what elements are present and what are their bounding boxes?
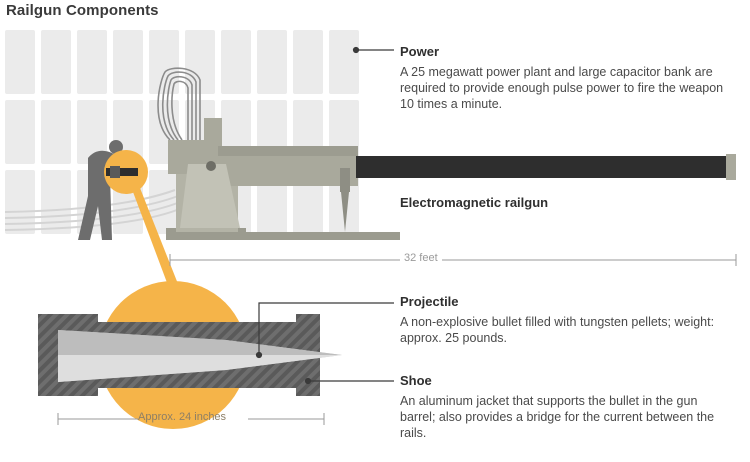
projectile-length-dimension: Approx. 24 inches	[138, 411, 227, 423]
railgun	[166, 118, 736, 240]
shoe-description: An aluminum jacket that supports the bul…	[400, 394, 715, 440]
power-description: A 25 megawatt power plant and large capa…	[400, 65, 724, 111]
railgun-label: Electromagnetic railgun	[400, 195, 549, 210]
leader-lines	[255, 46, 394, 385]
dimension-lines	[57, 254, 737, 425]
power-cables	[157, 67, 201, 141]
shoe-label: Shoe	[400, 373, 432, 388]
projectile-description: A non-explosive bullet filled with tungs…	[400, 315, 715, 345]
projectile-label: Projectile	[400, 294, 459, 309]
page-title: Railgun Components	[6, 2, 159, 19]
gun-length-dimension: 32 feet	[400, 252, 442, 264]
railgun-barrel	[356, 156, 732, 178]
projectile-detail	[38, 314, 342, 396]
power-label: Power	[400, 44, 440, 59]
